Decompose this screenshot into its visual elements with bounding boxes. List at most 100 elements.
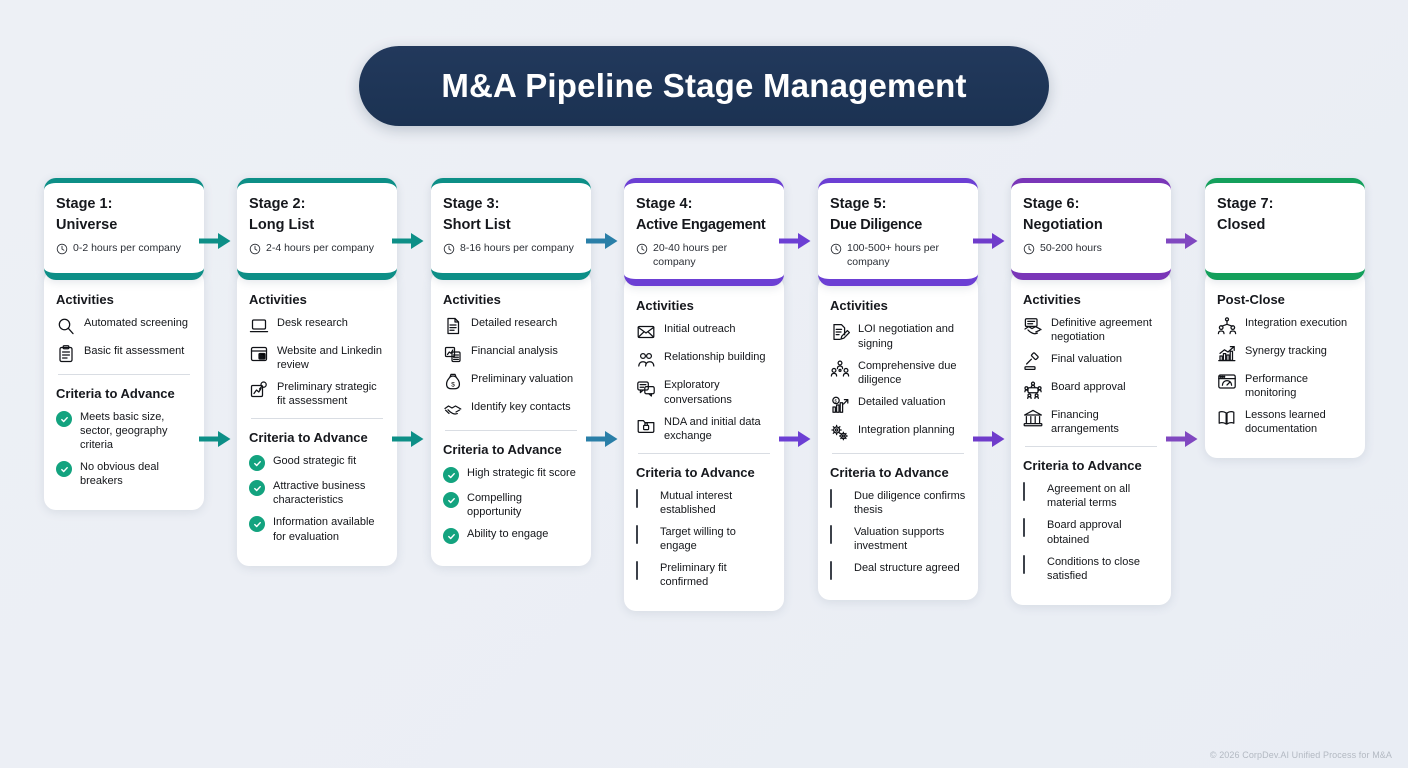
criteria-label: Due diligence confirms thesis bbox=[854, 489, 966, 516]
checkbox-unchecked[interactable] bbox=[636, 561, 652, 581]
activity-item[interactable]: Automated screening bbox=[56, 316, 192, 336]
activities-title: Activities bbox=[636, 298, 694, 314]
activity-item[interactable]: Integration execution bbox=[1217, 316, 1353, 336]
gavel-icon bbox=[1023, 352, 1043, 372]
checkbox-unchecked[interactable] bbox=[1023, 554, 1039, 574]
criteria-item[interactable]: Conditions to close satisfied bbox=[1023, 554, 1159, 583]
open-book-icon bbox=[1217, 408, 1237, 428]
criteria-item[interactable]: Preliminary fit confirmed bbox=[636, 561, 772, 589]
checkbox-unchecked[interactable] bbox=[830, 561, 846, 581]
check-circle-icon[interactable] bbox=[443, 467, 459, 483]
activity-item[interactable]: Identify key contacts bbox=[443, 400, 579, 420]
stage-number: Stage 7: bbox=[1217, 196, 1274, 212]
activity-item[interactable]: NDA and initial data exchange bbox=[636, 415, 772, 443]
check-circle-icon[interactable] bbox=[443, 492, 459, 508]
criteria-item[interactable]: High strategic fit score bbox=[443, 466, 579, 483]
stage-name: Short List bbox=[443, 216, 511, 233]
criteria-item[interactable]: Good strategic fit bbox=[249, 454, 385, 472]
check-circle-icon[interactable] bbox=[56, 411, 72, 427]
stage-number: Stage 4: bbox=[636, 196, 693, 212]
criteria-item[interactable]: Valuation supports investment bbox=[830, 524, 966, 553]
criteria-label: No obvious deal breakers bbox=[80, 461, 159, 488]
criteria-item[interactable]: Board approval obtained bbox=[1023, 518, 1159, 546]
criteria-item[interactable]: Information available for evaluation bbox=[249, 515, 385, 543]
people-icon bbox=[636, 350, 656, 370]
activity-item[interactable]: Final valuation bbox=[1023, 352, 1159, 372]
stage-number: Stage 5: bbox=[830, 196, 887, 212]
criteria-item[interactable]: Due diligence confirms thesis bbox=[830, 488, 966, 517]
activity-item[interactable]: Financing arrangements bbox=[1023, 408, 1159, 436]
page-title-banner: M&A Pipeline Stage Management bbox=[359, 46, 1049, 126]
activity-item[interactable]: Financial analysis bbox=[443, 344, 579, 364]
activity-label: Automated screening bbox=[84, 317, 188, 329]
criteria-item[interactable]: Target willing to engage bbox=[636, 524, 772, 553]
checkbox-unchecked[interactable] bbox=[636, 524, 652, 544]
activity-item[interactable]: Relationship building bbox=[636, 350, 772, 370]
check-circle-icon[interactable] bbox=[249, 455, 265, 472]
activity-item[interactable]: Integration planning bbox=[830, 423, 966, 443]
money-bag-icon: $ bbox=[443, 372, 463, 392]
check-circle-icon[interactable] bbox=[443, 528, 459, 545]
activity-label: Final valuation bbox=[1051, 353, 1122, 366]
activities-title: Post-Close bbox=[1217, 292, 1285, 307]
activity-item[interactable]: Desk research bbox=[249, 316, 385, 336]
monitor-gauge-icon bbox=[1217, 372, 1237, 392]
activity-item[interactable]: Initial outreach bbox=[636, 322, 772, 342]
criteria-label: Preliminary fit confirmed bbox=[660, 562, 727, 589]
criteria-item[interactable]: Ability to engage bbox=[443, 527, 579, 545]
footer-copyright: © 2026 CorpDev.AI Unified Process for M&… bbox=[1209, 750, 1392, 760]
activity-label: Financial analysis bbox=[471, 345, 558, 357]
handshake-icon bbox=[443, 400, 463, 420]
activity-item[interactable]: Synergy tracking bbox=[1217, 344, 1353, 364]
activity-item[interactable]: Lessons learned documentation bbox=[1217, 408, 1353, 436]
check-circle-icon[interactable] bbox=[249, 516, 265, 533]
criteria-item[interactable]: Agreement on all material terms bbox=[1023, 482, 1159, 510]
activity-item[interactable]: Preliminary strategic fit assessment bbox=[249, 380, 385, 408]
checkbox-unchecked[interactable] bbox=[1023, 482, 1039, 502]
criteria-label: Deal structure agreed bbox=[854, 562, 960, 575]
activity-label: Preliminary valuation bbox=[471, 373, 574, 385]
criteria-item[interactable]: Mutual interest established bbox=[636, 488, 772, 517]
criteria-title: Criteria to Advance bbox=[1023, 458, 1142, 474]
criteria-title: Criteria to Advance bbox=[443, 442, 562, 457]
criteria-item[interactable]: Deal structure agreed bbox=[830, 561, 966, 581]
checkbox-unchecked[interactable] bbox=[1023, 518, 1039, 538]
activity-item[interactable]: Performance monitoring bbox=[1217, 372, 1353, 400]
criteria-item[interactable]: No obvious deal breakers bbox=[56, 460, 192, 488]
criteria-title: Criteria to Advance bbox=[830, 464, 949, 480]
criteria-item[interactable]: Meets basic size, sector, geography crit… bbox=[56, 410, 192, 452]
activity-item[interactable]: $Detailed valuation bbox=[830, 395, 966, 415]
clock-icon bbox=[443, 243, 455, 260]
check-circle-icon[interactable] bbox=[56, 461, 72, 478]
activity-item[interactable]: Basic fit assessment bbox=[56, 344, 192, 364]
checkbox-unchecked[interactable] bbox=[636, 488, 652, 508]
section-divider bbox=[445, 430, 577, 431]
activity-item[interactable]: Detailed research bbox=[443, 316, 579, 336]
activity-item[interactable]: Board approval bbox=[1023, 380, 1159, 400]
checkbox-unchecked[interactable] bbox=[830, 488, 846, 508]
criteria-item[interactable]: Compelling opportunity bbox=[443, 491, 579, 519]
activity-item[interactable]: Comprehensive due diligence bbox=[830, 359, 966, 387]
activity-item[interactable]: Definitive agreement negotiation bbox=[1023, 316, 1159, 344]
activity-label: Desk research bbox=[277, 317, 348, 329]
stage-duration-text: 0-2 hours per company bbox=[73, 242, 181, 255]
arrow-1-2-mid bbox=[198, 426, 232, 452]
checkbox-unchecked[interactable] bbox=[830, 524, 846, 544]
check-circle-icon[interactable] bbox=[249, 480, 265, 497]
activity-item[interactable]: LOI negotiation and signing bbox=[830, 322, 966, 350]
criteria-item[interactable]: Attractive business characteristics bbox=[249, 479, 385, 507]
activity-item[interactable]: Exploratory conversations bbox=[636, 378, 772, 406]
activity-item[interactable]: $ Preliminary valuation bbox=[443, 372, 579, 392]
